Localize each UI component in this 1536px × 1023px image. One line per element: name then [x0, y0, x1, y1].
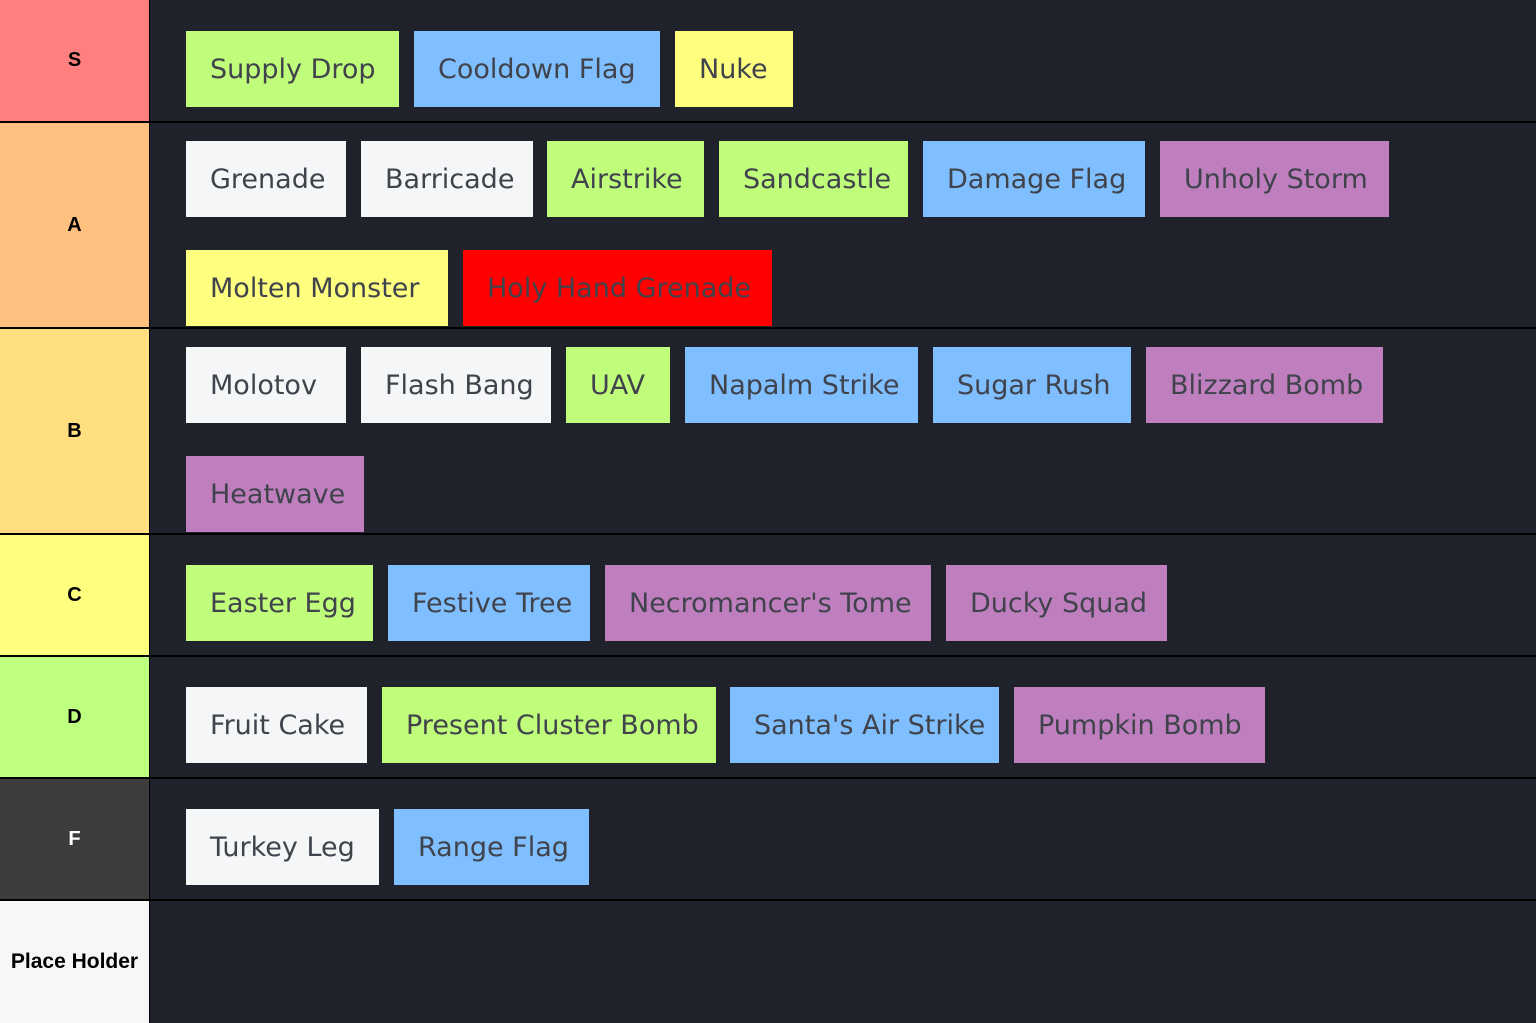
tier-item[interactable]: Heatwave: [186, 456, 364, 532]
tier-item[interactable]: Fruit Cake: [186, 687, 367, 763]
tier-items-place-holder[interactable]: [150, 901, 1536, 1023]
tier-item[interactable]: Molten Monster: [186, 250, 448, 326]
tier-item[interactable]: Flash Bang: [361, 347, 551, 423]
tier-item[interactable]: Damage Flag: [923, 141, 1145, 217]
tier-label-f[interactable]: F: [0, 779, 149, 899]
tier-items-s[interactable]: Supply Drop Cooldown Flag Nuke: [150, 0, 1536, 121]
tier-item[interactable]: Blizzard Bomb: [1146, 347, 1383, 423]
tier-row-s: S Supply Drop Cooldown Flag Nuke: [0, 0, 1536, 121]
tier-item[interactable]: Napalm Strike: [685, 347, 918, 423]
tier-row-a: A Grenade Barricade Airstrike Sandcastle…: [0, 123, 1536, 327]
tier-item[interactable]: Santa's Air Strike: [730, 687, 999, 763]
tier-item[interactable]: Sandcastle: [719, 141, 908, 217]
tier-item[interactable]: Range Flag: [394, 809, 589, 885]
tier-row-b: B Molotov Flash Bang UAV Napalm Strike S…: [0, 329, 1536, 533]
tier-item[interactable]: Supply Drop: [186, 31, 399, 107]
tier-row-d: D Fruit Cake Present Cluster Bomb Santa'…: [0, 657, 1536, 777]
tier-row-f: F Turkey Leg Range Flag: [0, 779, 1536, 899]
tier-item[interactable]: Pumpkin Bomb: [1014, 687, 1265, 763]
tier-label-place-holder[interactable]: Place Holder: [0, 901, 149, 1023]
tier-label-a[interactable]: A: [0, 123, 149, 327]
tier-item[interactable]: Cooldown Flag: [414, 31, 660, 107]
tier-items-d[interactable]: Fruit Cake Present Cluster Bomb Santa's …: [150, 657, 1536, 777]
tier-items-c[interactable]: Easter Egg Festive Tree Necromancer's To…: [150, 535, 1536, 655]
tier-item[interactable]: Unholy Storm: [1160, 141, 1389, 217]
tier-label-d[interactable]: D: [0, 657, 149, 777]
tier-item[interactable]: Nuke: [675, 31, 793, 107]
tier-label-b[interactable]: B: [0, 329, 149, 533]
tier-items-f[interactable]: Turkey Leg Range Flag: [150, 779, 1536, 899]
tier-item[interactable]: Molotov: [186, 347, 346, 423]
tier-items-a[interactable]: Grenade Barricade Airstrike Sandcastle D…: [150, 123, 1536, 327]
tier-item[interactable]: Grenade: [186, 141, 346, 217]
tier-row-place-holder: Place Holder: [0, 901, 1536, 1023]
tier-label-s[interactable]: S: [0, 0, 149, 121]
tier-item[interactable]: Easter Egg: [186, 565, 373, 641]
tier-item[interactable]: UAV: [566, 347, 670, 423]
tier-item[interactable]: Airstrike: [547, 141, 704, 217]
tier-item[interactable]: Ducky Squad: [946, 565, 1167, 641]
tier-row-c: C Easter Egg Festive Tree Necromancer's …: [0, 535, 1536, 655]
tier-item[interactable]: Festive Tree: [388, 565, 590, 641]
tier-item[interactable]: Sugar Rush: [933, 347, 1131, 423]
tier-label-c[interactable]: C: [0, 535, 149, 655]
tier-item[interactable]: Present Cluster Bomb: [382, 687, 716, 763]
tier-item[interactable]: Turkey Leg: [186, 809, 379, 885]
tier-items-b[interactable]: Molotov Flash Bang UAV Napalm Strike Sug…: [150, 329, 1536, 533]
tier-item[interactable]: Holy Hand Grenade: [463, 250, 772, 326]
tier-item[interactable]: Necromancer's Tome: [605, 565, 931, 641]
tier-item[interactable]: Barricade: [361, 141, 533, 217]
